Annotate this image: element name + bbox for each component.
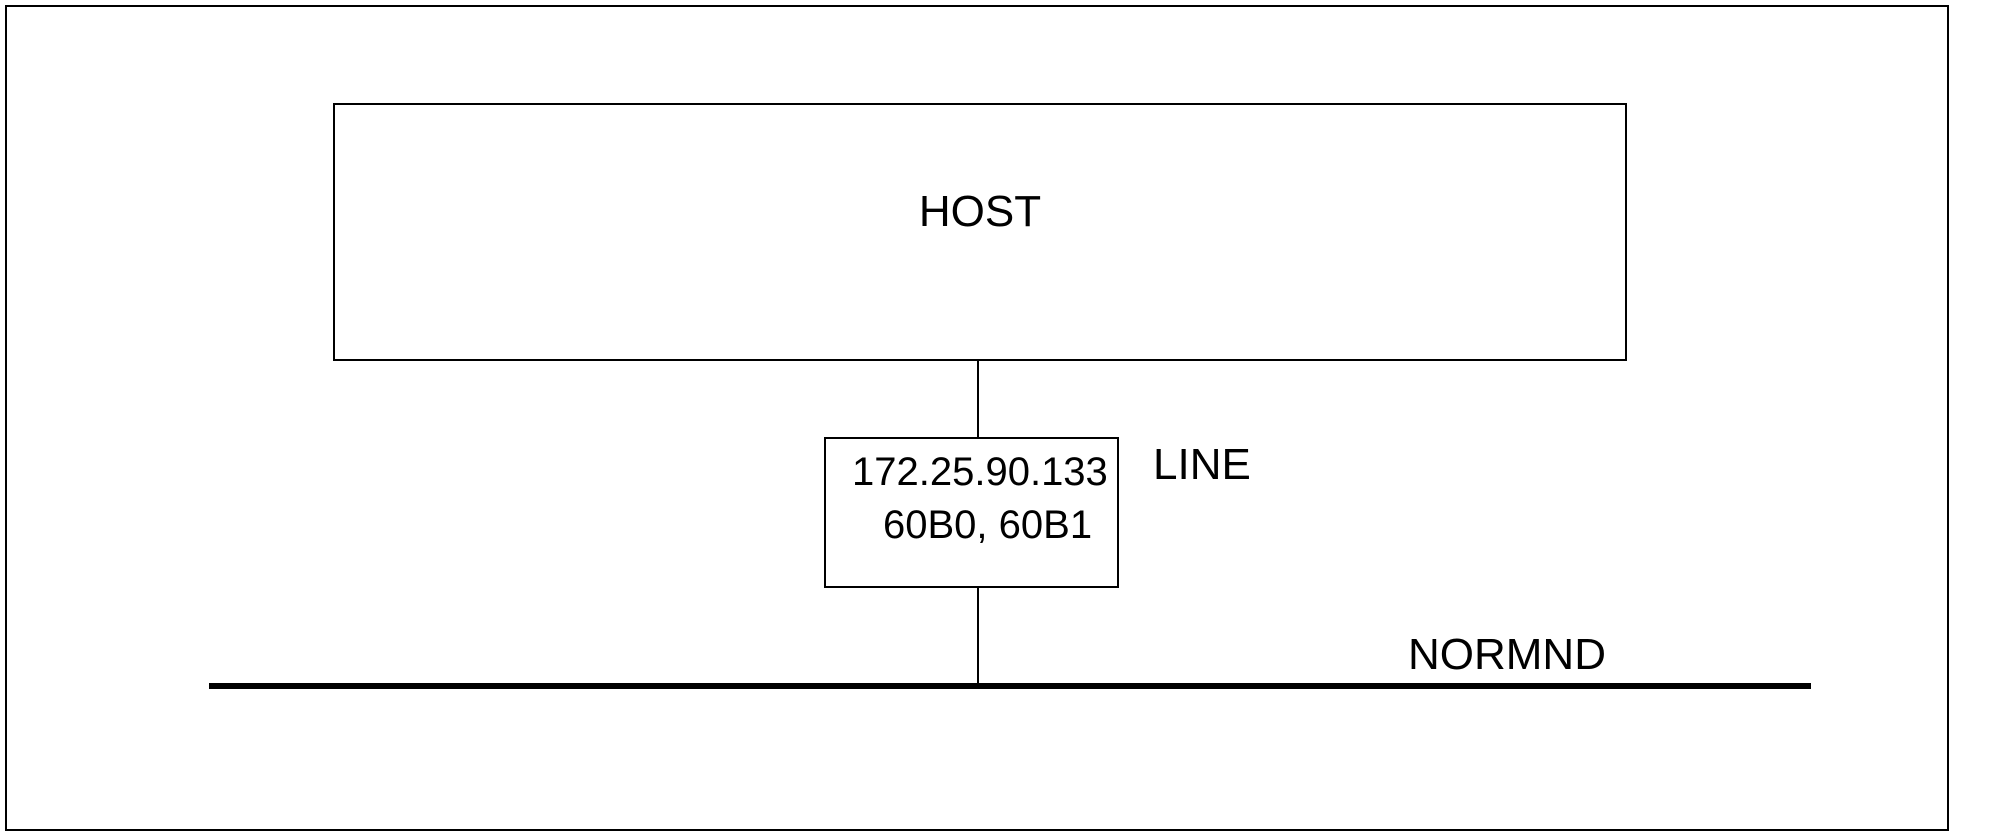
line-ip-address: 172.25.90.133	[852, 450, 1108, 494]
line-device-addresses: 60B0, 60B1	[883, 503, 1093, 547]
host-to-line-connector	[977, 360, 979, 440]
line-label: LINE	[1153, 440, 1251, 489]
host-label: HOST	[918, 187, 1042, 236]
line-box: 172.25.90.133 60B0, 60B1	[824, 437, 1119, 588]
host-box: HOST	[333, 103, 1627, 361]
network-bus	[209, 683, 1811, 689]
network-label: NORMND	[1408, 630, 1606, 679]
diagram-frame	[5, 5, 1949, 831]
line-to-network-connector	[977, 586, 979, 684]
